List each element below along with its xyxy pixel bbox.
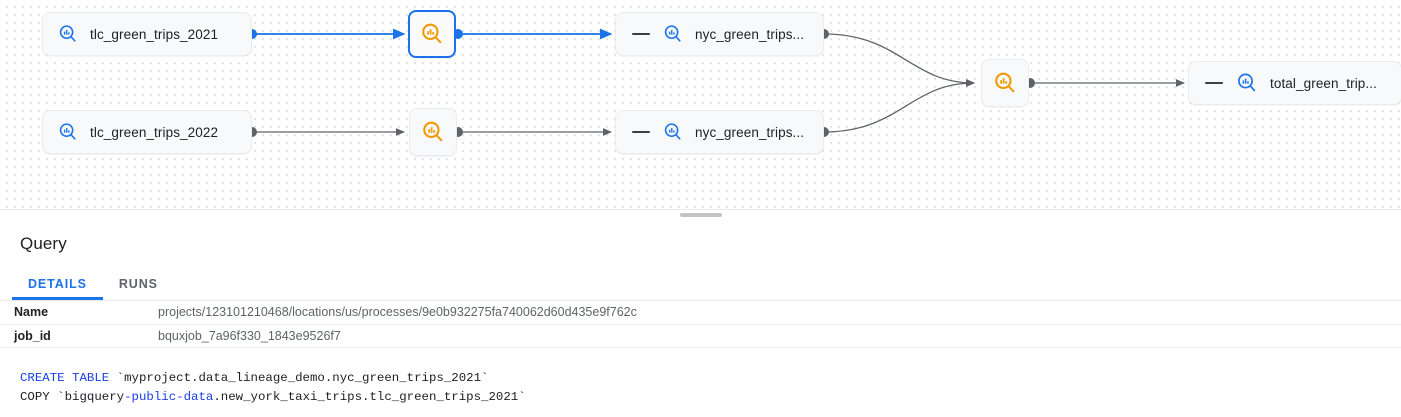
table-row: Name projects/123101210468/locations/us/… (0, 301, 1401, 325)
sql-keyword-public-data: -public-data (124, 389, 214, 404)
process-search-icon (423, 121, 443, 142)
edge-tlc2022-to-proc2 (247, 127, 406, 137)
table-search-icon (1238, 73, 1256, 92)
tab-details[interactable]: DETAILS (12, 268, 103, 300)
process-search-icon (422, 23, 442, 44)
table-search-icon (664, 123, 681, 140)
edge-proc1-to-nyc1 (453, 28, 613, 40)
page-title: Query (20, 234, 67, 253)
property-value: bquxjob_7a96f330_1843e9526f7 (156, 324, 1401, 348)
sql-line-2-prefix: COPY `bigquery (20, 389, 125, 404)
tab-runs[interactable]: RUNS (103, 268, 174, 300)
node-label: tlc_green_trips_2022 (90, 124, 219, 140)
property-key: job_id (0, 324, 156, 348)
node-process-1[interactable] (408, 10, 456, 58)
edge-proc2-to-nyc2 (453, 127, 613, 137)
edge-tlc2021-to-proc1 (247, 28, 406, 40)
table-search-icon (664, 25, 681, 42)
panel-resize-handle[interactable] (679, 213, 722, 217)
node-nyc-green-trips-1[interactable]: nyc_green_trips... (615, 12, 824, 56)
node-process-3[interactable] (981, 59, 1029, 107)
node-label: total_green_trip... (1270, 75, 1377, 91)
node-tlc-green-trips-2021[interactable]: tlc_green_trips_2021 (42, 12, 252, 56)
node-tlc-green-trips-2022[interactable]: tlc_green_trips_2022 (42, 110, 252, 154)
node-total-green-trips[interactable]: total_green_trip... (1188, 61, 1401, 105)
node-label: nyc_green_trips... (695, 26, 805, 42)
node-process-2[interactable] (409, 108, 457, 156)
panel-splitter (0, 209, 1401, 218)
table-search-icon (59, 25, 76, 42)
node-label: nyc_green_trips... (695, 124, 805, 140)
details-panel: Query DETAILS RUNS Name projects/1231012… (0, 218, 1401, 417)
sql-line-2-rest: .new_york_taxi_trips.tlc_green_trips_202… (213, 389, 526, 404)
tab-details-label: DETAILS (28, 277, 87, 291)
collapse-icon[interactable] (1203, 72, 1225, 94)
tab-bar: DETAILS RUNS (0, 269, 1401, 301)
lineage-graph-canvas[interactable]: tlc_green_trips_2021 tlc_green_trips_202… (0, 0, 1401, 209)
edge-nyc1-to-proc3 (819, 29, 976, 87)
node-label: tlc_green_trips_2021 (90, 26, 219, 42)
sql-snippet: CREATE TABLE `myproject.data_lineage_dem… (0, 369, 1401, 407)
tab-runs-label: RUNS (118, 277, 158, 291)
collapse-icon[interactable] (630, 23, 652, 45)
process-search-icon (995, 72, 1015, 93)
property-value: projects/123101210468/locations/us/proce… (156, 301, 1401, 325)
node-nyc-green-trips-2[interactable]: nyc_green_trips... (615, 110, 824, 154)
table-search-icon (59, 123, 76, 140)
sql-keyword-create-table: CREATE TABLE (20, 370, 110, 385)
edge-nyc2-to-proc3 (819, 79, 976, 137)
property-key: Name (0, 301, 156, 325)
collapse-icon[interactable] (630, 121, 652, 143)
sql-line-1-rest: `myproject.data_lineage_demo.nyc_green_t… (109, 370, 489, 385)
table-row: job_id bquxjob_7a96f330_1843e9526f7 (0, 324, 1401, 348)
properties-table: Name projects/123101210468/locations/us/… (0, 301, 1401, 348)
edge-proc3-to-total (1025, 78, 1186, 88)
